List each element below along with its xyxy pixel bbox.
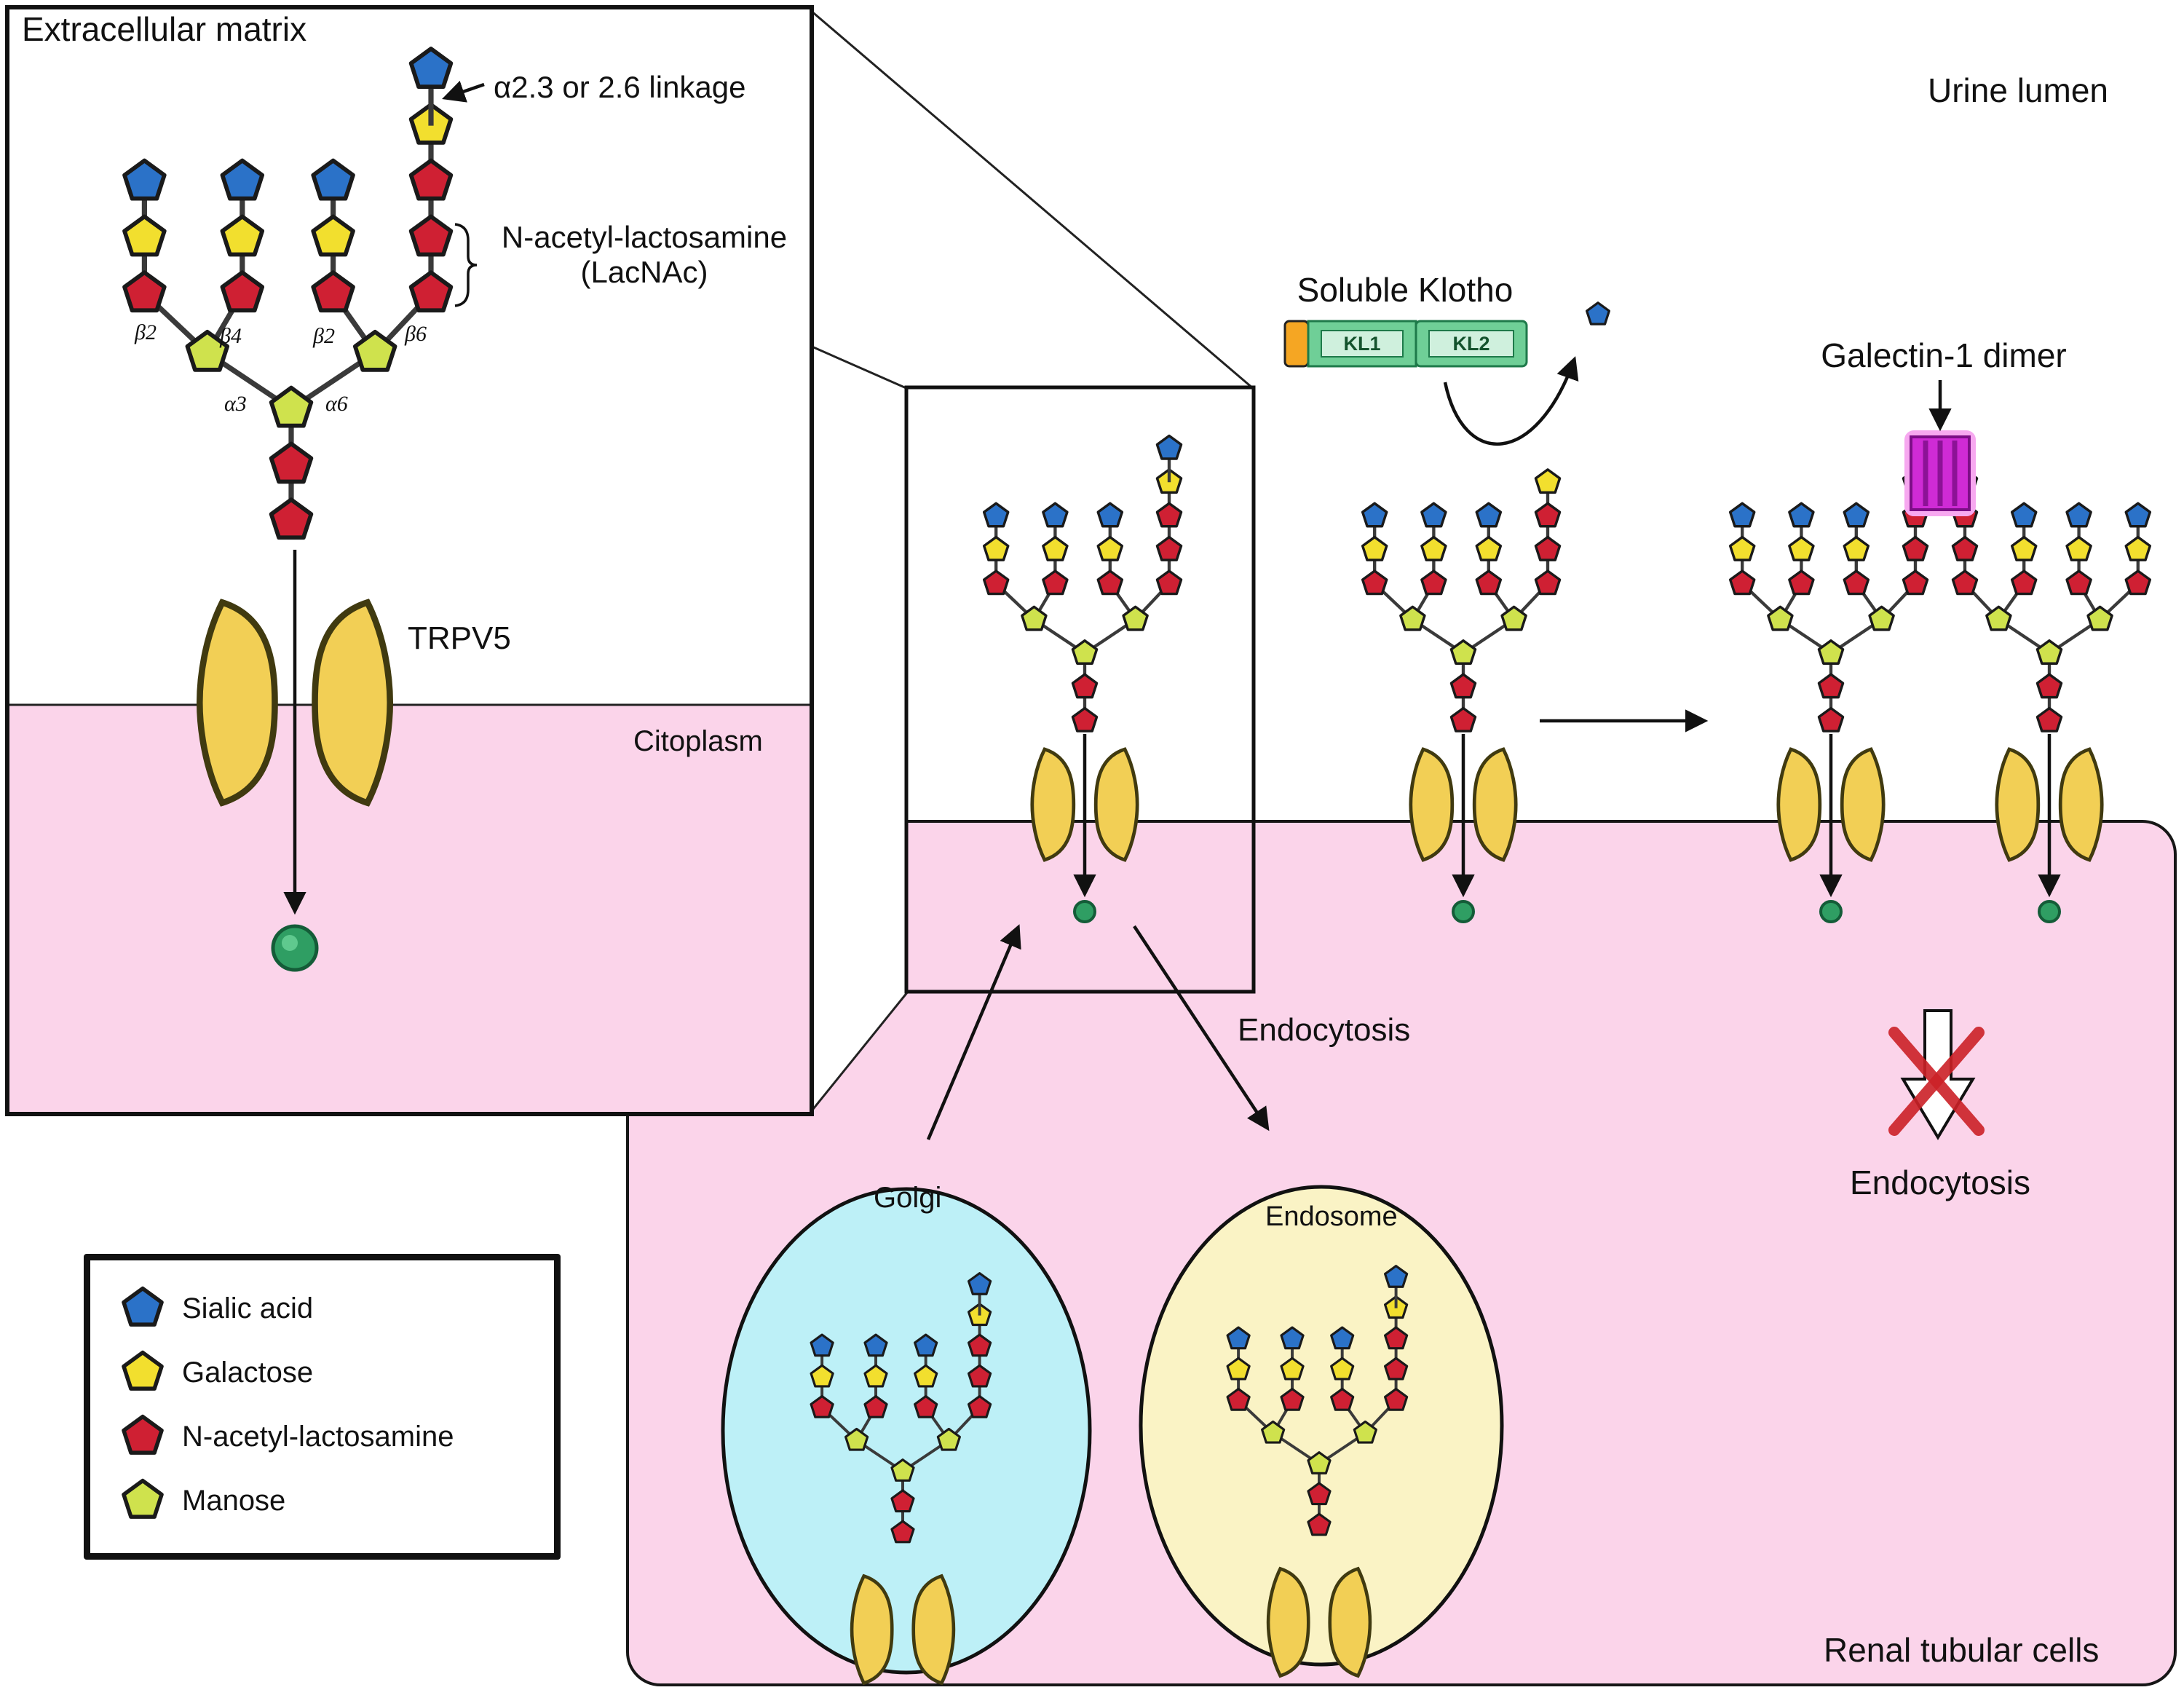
soluble-klotho-label: Soluble Klotho — [1297, 271, 1514, 309]
red-cross-stroke-2 — [1888, 1027, 1985, 1136]
renal-tubular-cells-label: Renal tubular cells — [1824, 1631, 2100, 1669]
linkage-pointer-arrow — [442, 80, 485, 103]
branch-label-alpha3: α3 — [224, 392, 247, 416]
galectin-1-dimer — [1904, 430, 1976, 516]
legend: Sialic acid Galactose N-acetyl-lactosami… — [84, 1254, 561, 1560]
manose-icon — [119, 1477, 166, 1524]
branch-label-alpha6: α6 — [325, 392, 348, 416]
calcium-ion-3 — [1819, 900, 1843, 923]
calcium-ion-inset — [271, 924, 319, 972]
endosome-label: Endosome — [1265, 1201, 1398, 1232]
endocytosis-label: Endocytosis — [1238, 1012, 1411, 1048]
trpv5-label: TRPV5 — [408, 620, 511, 656]
calcium-ion-4 — [2038, 900, 2061, 923]
legend-label: Galactose — [182, 1356, 314, 1389]
sialidase-cleavage-arrow — [1443, 356, 1579, 446]
zoom-line-top — [810, 9, 1254, 390]
n-glycan-tree-desialylated — [1363, 470, 1560, 731]
extracellular-matrix-label: Extracellular matrix — [22, 10, 307, 48]
zoom-source-box — [904, 385, 1256, 994]
endocytosis-arrow — [1133, 925, 1270, 1132]
calcium-ion-1 — [1073, 900, 1096, 923]
soluble-klotho-protein: KL1 KL2 — [1283, 320, 1528, 368]
released-sialic-acid — [1585, 301, 1611, 325]
legend-label: Manose — [182, 1484, 286, 1517]
galectin-dimer-label: Galectin-1 dimer — [1821, 336, 2067, 374]
cytoplasm-label: Citoplasm — [633, 725, 763, 757]
lacnac-bracket — [454, 223, 478, 307]
legend-label: N-acetyl-lactosamine — [182, 1420, 454, 1453]
golgi-organelle — [721, 1187, 1092, 1675]
n-glycan-tree-galectin-left — [1730, 470, 1928, 731]
endocytosis-blocked-label: Endocytosis — [1849, 1164, 2030, 1201]
branch-label-beta2-right: β2 — [313, 324, 335, 348]
n-acetyl-lactosamine-icon — [119, 1413, 166, 1460]
zoom-wedge — [810, 10, 1254, 1113]
exocytosis-arrow — [926, 924, 1021, 1140]
n-glycan-tree-membrane — [984, 436, 1182, 732]
urine-lumen-label: Urine lumen — [1928, 71, 2108, 109]
galactose-icon — [119, 1349, 166, 1396]
kl2-label: KL2 — [1452, 333, 1489, 355]
n-glycan-tree-galectin-right — [1952, 470, 2150, 731]
kl1-label: KL1 — [1343, 333, 1380, 355]
zoom-line-bottom — [809, 991, 909, 1113]
calcium-ion-2 — [1452, 900, 1475, 923]
legend-item-galactose: Galactose — [119, 1340, 554, 1405]
endosome-organelle — [1139, 1185, 1504, 1667]
branch-label-beta6: β6 — [405, 322, 427, 346]
legend-item-manose: Manose — [119, 1469, 554, 1533]
legend-item-lacnac: N-acetyl-lactosamine — [119, 1405, 554, 1469]
klotho-anchor-segment — [1283, 320, 1310, 368]
zoom-line-mid — [810, 344, 909, 390]
lacnac-label: N-acetyl-lactosamine (LacNAc) — [501, 220, 788, 290]
golgi-label: Golgi — [874, 1182, 942, 1214]
branch-label-beta4: β4 — [220, 324, 242, 348]
legend-item-sialic-acid: Sialic acid — [119, 1276, 554, 1340]
linkage-label: α2.3 or 2.6 linkage — [494, 70, 746, 104]
blocked-endocytosis-symbol — [1888, 1009, 1985, 1140]
inset-cytoplasm — [9, 705, 810, 1112]
branch-label-beta2-left: β2 — [135, 320, 157, 344]
legend-label: Sialic acid — [182, 1292, 314, 1324]
sialic-acid-icon — [119, 1285, 166, 1332]
